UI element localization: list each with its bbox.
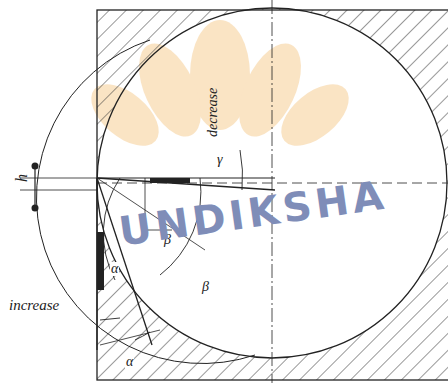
dimension-dot <box>32 205 39 212</box>
center-line <box>97 183 448 184</box>
annotation-label: α <box>125 355 134 369</box>
hatched-housing <box>97 8 448 380</box>
annotation-label: γ <box>216 153 224 167</box>
annotation-label: increase <box>8 298 60 313</box>
bore-circle <box>97 8 447 358</box>
annotation-label: α <box>110 262 119 276</box>
construction-line <box>97 178 275 190</box>
angle-arc <box>103 178 120 280</box>
annotation-label: h <box>14 174 30 182</box>
dimension-dot <box>32 163 39 170</box>
watermark-text: UNDIKSHA <box>117 174 390 251</box>
annotation-label: β <box>201 280 210 294</box>
blade-section <box>97 232 104 290</box>
annotation-label: decrease <box>206 87 220 136</box>
dimension-line <box>34 166 35 208</box>
blade-section <box>150 178 190 183</box>
dimension-line <box>20 178 97 179</box>
housing-outline <box>97 10 448 380</box>
angle-arc <box>240 150 243 190</box>
construction-line <box>97 178 152 345</box>
construction-line <box>100 330 160 345</box>
dimension-line <box>20 190 97 191</box>
leader-line <box>100 318 120 320</box>
angle-arc <box>135 332 150 340</box>
